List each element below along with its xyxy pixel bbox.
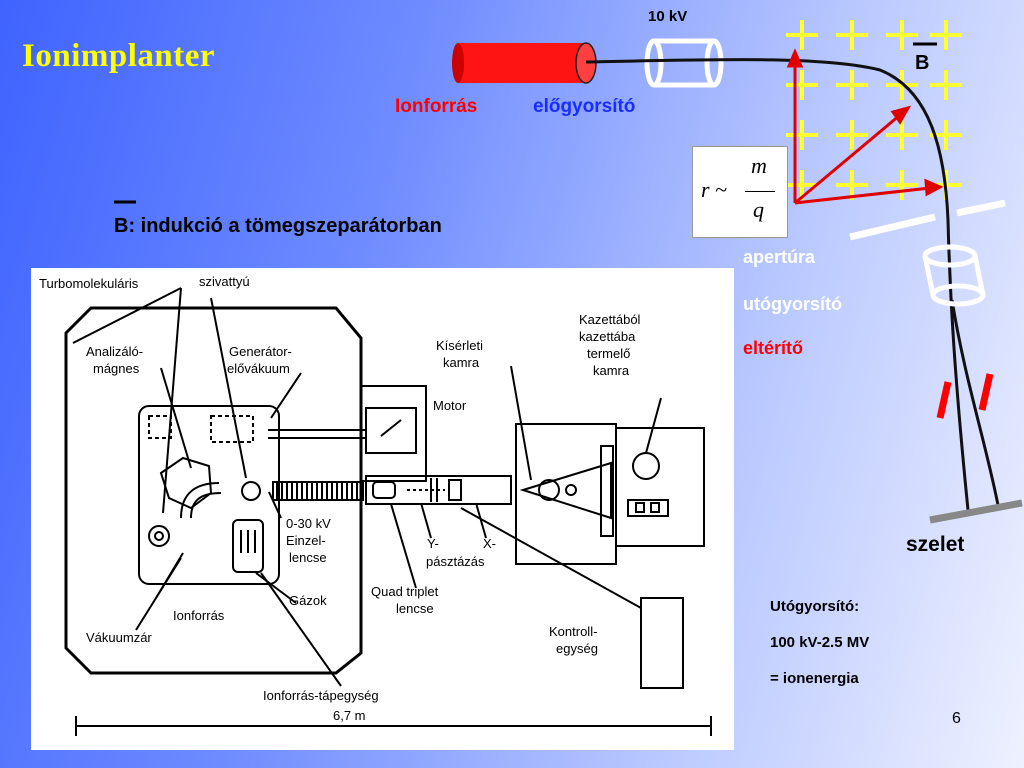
ion-source-label: Ionforrás xyxy=(395,96,478,117)
deflector-label: eltérítő xyxy=(743,338,804,358)
label-cassette-3: termelő xyxy=(587,346,631,361)
postaccelerator-cylinder xyxy=(922,244,986,307)
page-number: 6 xyxy=(952,710,961,727)
label-generator: Generátor- xyxy=(229,344,292,359)
label-pump: szivattyú xyxy=(199,274,250,289)
preaccelerator-label: előgyorsító xyxy=(533,96,636,117)
label-motor: Motor xyxy=(433,398,467,413)
wafer-label: szelet xyxy=(906,533,965,556)
slide-title: Ionimplanter xyxy=(22,38,216,74)
ion-beam-branch xyxy=(950,299,1000,506)
label-ion-source: Ionforrás xyxy=(173,608,225,623)
label-cassette-1: Kazettából xyxy=(579,312,641,327)
label-scanning: pásztázás xyxy=(426,554,485,569)
label-analyzer: Analizáló- xyxy=(86,344,144,359)
ion-beam-path xyxy=(585,58,970,511)
label-control-1: Kontroll- xyxy=(549,624,598,639)
label-length: 6,7 m xyxy=(333,708,366,723)
label-einzel-1: 0-30 kV xyxy=(286,516,331,531)
wafer xyxy=(929,499,1023,524)
label-cassette-4: kamra xyxy=(593,363,630,378)
label-quad-1: Quad triplet xyxy=(371,584,439,599)
info-line-3: = ionenergia xyxy=(770,670,859,687)
deflector-plates xyxy=(936,373,994,419)
label-einzel-3: lencse xyxy=(289,550,327,565)
preaccelerator-ring xyxy=(644,38,724,88)
label-gases: Gázok xyxy=(289,593,327,608)
magnetic-field-plus-signs xyxy=(784,20,964,202)
info-line-1: Utógyorsító: xyxy=(770,598,860,615)
label-turbo: Turbomolekuláris xyxy=(39,276,139,291)
label-experiment-2: kamra xyxy=(443,355,480,370)
label-generator-2: elővákuum xyxy=(227,361,290,376)
voltage-label: 10 kV xyxy=(648,8,688,25)
schematic-drawing xyxy=(64,287,712,736)
info-line-2: 100 kV-2.5 MV xyxy=(770,634,870,651)
aperture-label: apertúra xyxy=(743,247,816,267)
aperture-plates xyxy=(849,199,1006,241)
label-cassette-2: kazettába xyxy=(579,329,636,344)
induction-note: B: indukció a tömegszeparátorban xyxy=(114,215,442,237)
formula-lhs: r ~ xyxy=(701,177,727,202)
radius-formula: r ~ m q xyxy=(692,146,788,238)
radius-vectors xyxy=(786,48,944,205)
label-control-2: egység xyxy=(556,641,598,656)
fraction-bar xyxy=(745,191,775,192)
ion-source-cylinder xyxy=(452,42,597,84)
field-symbol: B xyxy=(915,52,930,74)
implanter-schematic: Turbomolekuláris szivattyú Analizáló- má… xyxy=(31,268,734,750)
label-y-scan: Y- xyxy=(427,536,439,551)
label-quad-2: lencse xyxy=(396,601,434,616)
label-experiment: Kísérleti xyxy=(436,338,483,353)
postaccelerator-label: utógyorsító xyxy=(743,294,842,314)
label-x-scan: X- xyxy=(483,536,496,551)
formula-numerator: m xyxy=(751,153,767,178)
label-einzel-2: Einzel- xyxy=(286,533,326,548)
label-analyzer-2: mágnes xyxy=(93,361,140,376)
label-power-supply: Ionforrás-tápegység xyxy=(263,688,379,703)
formula-denominator: q xyxy=(753,197,764,222)
label-vacuum-lock: Vákuumzár xyxy=(86,630,152,645)
